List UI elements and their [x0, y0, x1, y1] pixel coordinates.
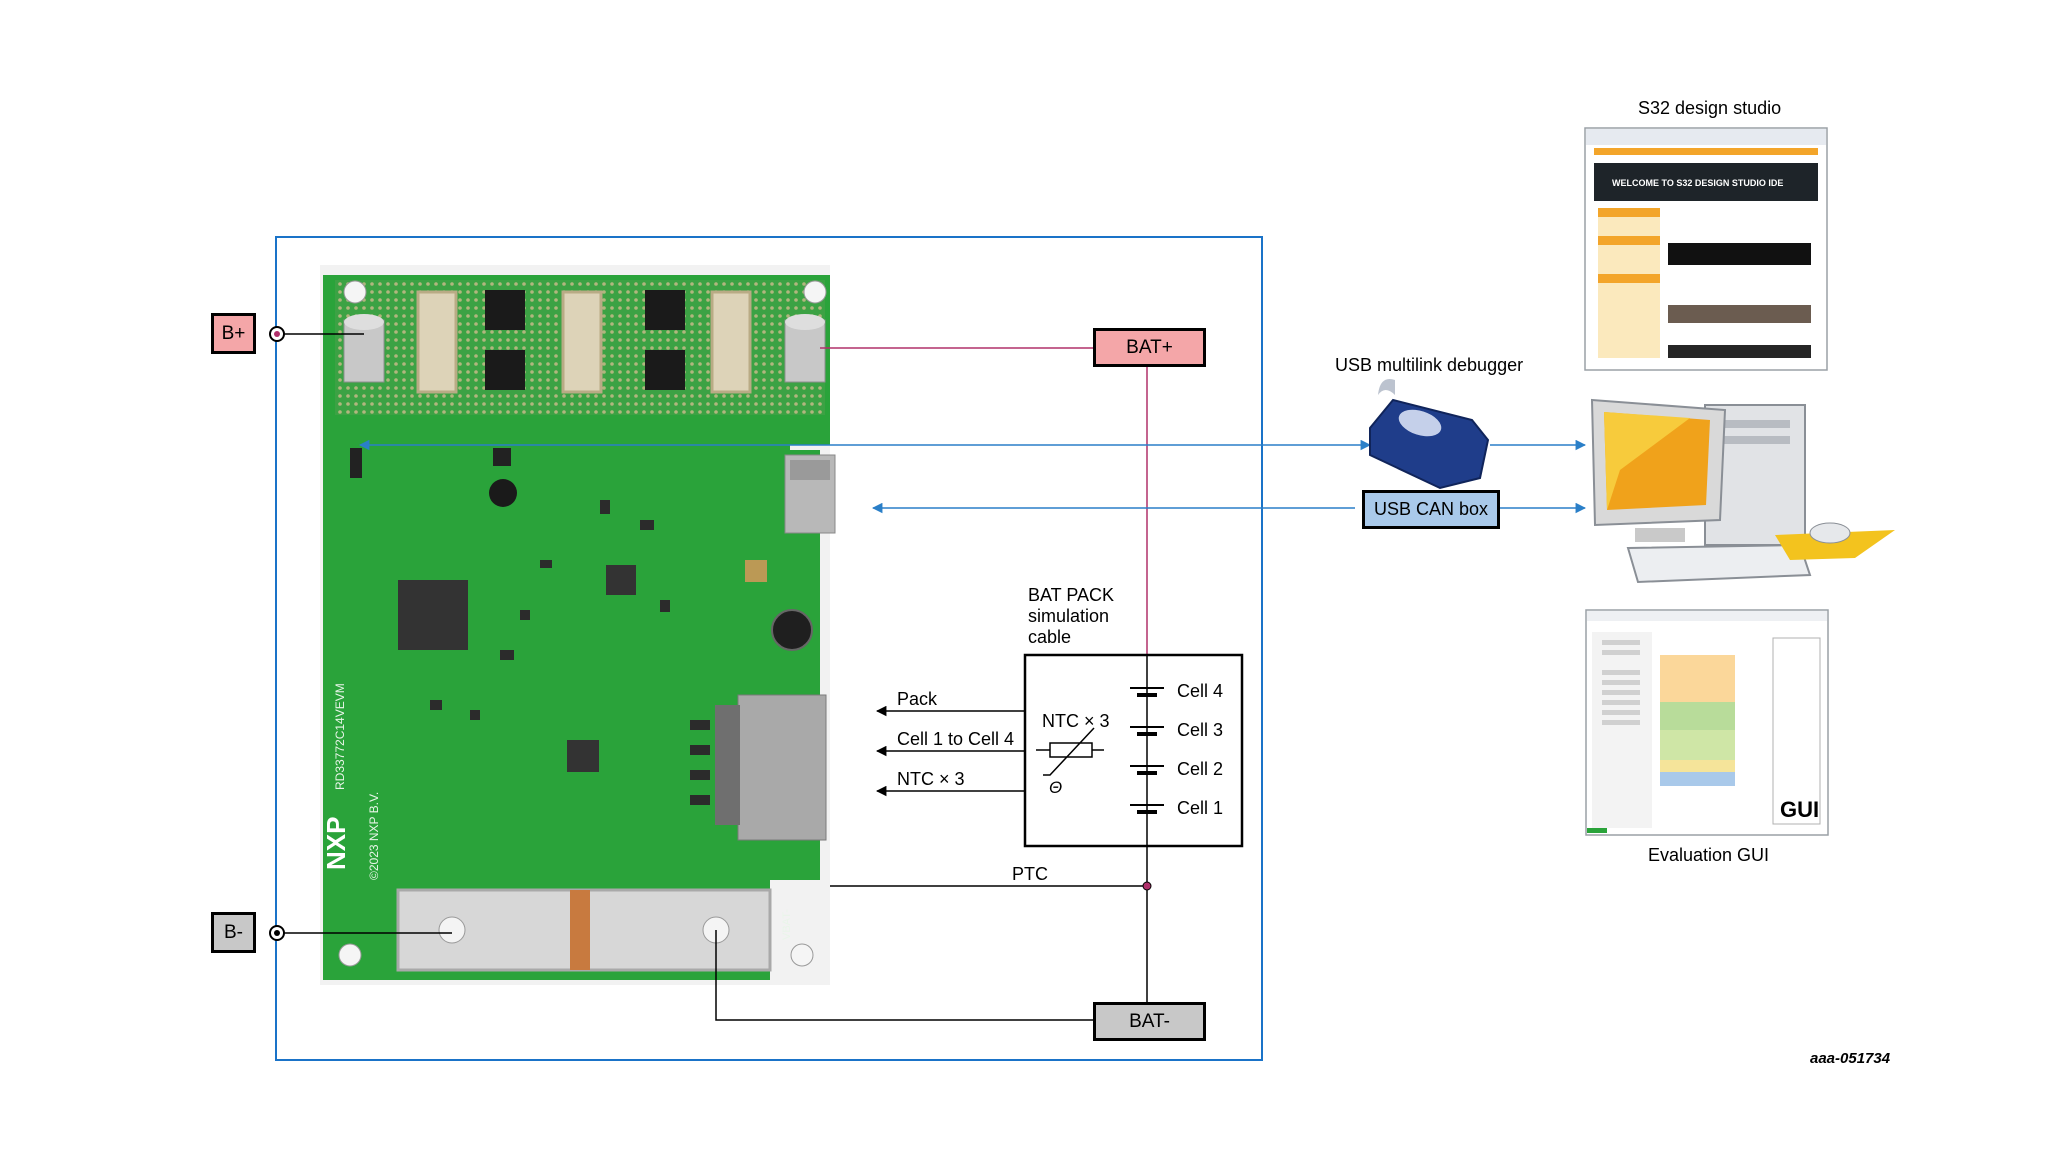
theta-label: Θ [1049, 778, 1063, 797]
pc-computer-icon [1590, 398, 1895, 584]
ntc-thermistor-icon [1036, 727, 1104, 776]
cell-1-label: Cell 1 [1177, 798, 1224, 818]
nxp-logo: NXP [321, 817, 351, 870]
usb-debugger-icon [1369, 379, 1490, 490]
ntc-signal-label: NTC × 3 [897, 769, 965, 789]
ptc-label: PTC [1012, 864, 1048, 884]
cells-signal-label: Cell 1 to Cell 4 [897, 729, 1015, 749]
bminus-terminal: B- [211, 912, 256, 953]
debugger-label: USB multilink debugger [1335, 355, 1524, 375]
cell-4-label: Cell 4 [1177, 681, 1224, 701]
usb-can-box: USB CAN box [1362, 490, 1500, 529]
evaluation-gui-screenshot [1585, 609, 1829, 836]
gui-badge: GUI [1780, 797, 1820, 822]
ntc-label-in-cable: NTC × 3 [1042, 711, 1110, 731]
bplus-terminal: B+ [211, 313, 256, 354]
batminus-box: BAT- [1093, 1002, 1206, 1041]
cable-title-line-2: simulation [1028, 606, 1110, 626]
s32-design-studio-screenshot [1584, 127, 1828, 371]
board-frame [275, 236, 1263, 1061]
figure-id: aaa-051734 [1810, 1050, 1891, 1067]
ptc-node [1142, 881, 1152, 891]
cell-stack [1130, 655, 1164, 846]
batplus-box: BAT+ [1093, 328, 1206, 367]
cell-2-label: Cell 2 [1177, 759, 1224, 779]
cable-title-line-1: BAT PACK [1028, 585, 1115, 605]
s32-banner: WELCOME TO S32 DESIGN STUDIO IDE [1612, 178, 1784, 188]
gui-caption: Evaluation GUI [1648, 845, 1770, 865]
cable-box [1023, 653, 1244, 848]
pack-signal-label: Pack [897, 689, 938, 709]
pcb-board: NXP RD33772C14VEVM ©2023 NXP B.V. VBAT- [320, 265, 836, 985]
s32-title: S32 design studio [1638, 98, 1782, 118]
silk-copyright: ©2023 NXP B.V. [367, 792, 381, 880]
silk-vbat: VBAT- [781, 909, 793, 940]
cable-title-line-3: cable [1028, 627, 1072, 647]
cell-3-label: Cell 3 [1177, 720, 1224, 740]
silk-model: RD33772C14VEVM [333, 683, 347, 790]
